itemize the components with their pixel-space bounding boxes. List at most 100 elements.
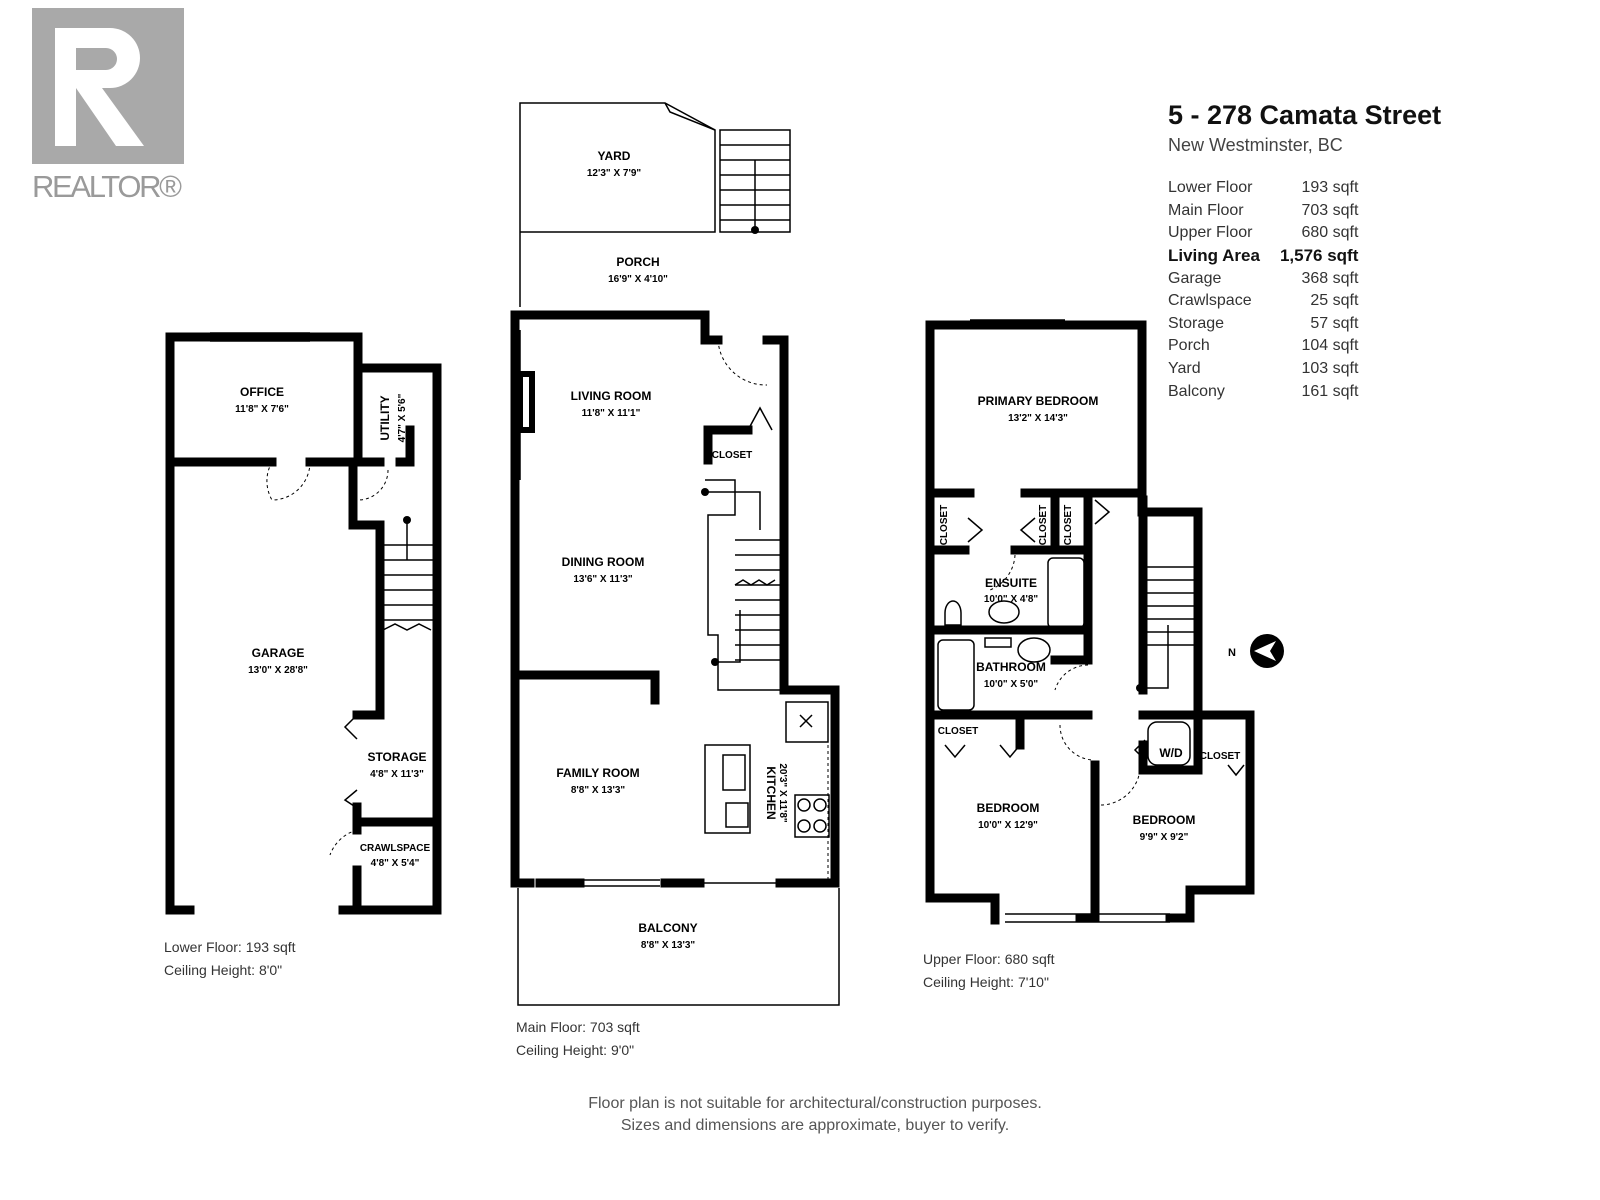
room-dim-balcony: 8'8" X 13'3" [641,940,696,951]
stairs [382,516,433,715]
room-dim-garage: 13'0" X 28'8" [248,665,308,676]
lower-floor-area: Lower Floor: 193 sqft [164,939,296,955]
room-dim-office: 11'8" X 7'6" [235,404,289,415]
room-dim-ensuite: 10'0" X 4'8" [984,594,1039,605]
area-label: Living Area [1168,246,1260,266]
disclaimer: Floor plan is not suitable for architect… [0,1093,1600,1137]
room-name-balcony: BALCONY [638,921,697,935]
main-floor-ceiling: Ceiling Height: 9'0" [516,1042,635,1058]
room-name-ensuite: ENSUITE [985,576,1037,590]
area-value: 104 sqft [1301,337,1359,355]
room-name-porch: PORCH [616,255,659,269]
room-name-closet-4: CLOSET [938,726,979,737]
room-dim-kitchen: 20'3" X 11'8" [777,763,788,823]
interior-stairs [701,479,780,691]
realtor-logo: REALTOR® [32,8,184,204]
room-name-closet-5: CLOSET [1200,751,1241,762]
upper-floor-caption: Upper Floor: 680 sqft Ceiling Height: 7'… [923,948,1055,994]
exterior-stairs [719,129,791,234]
room-dim-utility: 4'7" X 5'6" [397,393,408,442]
area-row: Living Area 1,576 sqft [1168,245,1358,268]
area-label: Porch [1168,337,1210,355]
area-row: Upper Floor 680 sqft [1168,222,1358,245]
area-value: 1,576 sqft [1279,246,1359,266]
lower-floor-plan: OFFICE 11'8" X 7'6" UTILITY 4'7" X 5'6" … [165,332,442,915]
lower-floor-ceiling: Ceiling Height: 8'0" [164,962,283,978]
area-label: Upper Floor [1168,224,1253,242]
area-row: Main Floor 703 sqft [1168,200,1358,223]
upper-floor-area: Upper Floor: 680 sqft [923,951,1055,967]
room-dim-bedroom-1: 10'0" X 12'9" [978,820,1038,831]
upper-floor-plan: PRIMARY BEDROOM 13'2" X 14'3" CLOSET CLO… [925,319,1250,922]
area-row: Garage 368 sqft [1168,267,1358,290]
main-floor-area: Main Floor: 703 sqft [516,1019,640,1035]
room-dim-porch: 16'9" X 4'10" [608,274,668,285]
area-value: 103 sqft [1301,360,1359,378]
room-name-kitchen: KITCHEN [764,766,778,819]
room-name-garage: GARAGE [252,646,305,660]
room-dim-bathroom: 10'0" X 5'0" [984,679,1039,690]
room-name-closet-2: CLOSET [1038,505,1049,546]
upper-floor-ceiling: Ceiling Height: 7'10" [923,974,1049,990]
disclaimer-line-1: Floor plan is not suitable for architect… [588,1095,1042,1112]
kitchen-fixtures [704,701,830,880]
area-value: 161 sqft [1301,382,1359,400]
room-dim-yard: 12'3" X 7'9" [587,168,642,179]
area-value: 703 sqft [1301,201,1359,219]
area-row: Lower Floor 193 sqft [1168,177,1358,200]
north-compass: N [1228,634,1284,668]
room-dim-family: 8'8" X 13'3" [571,785,626,796]
room-name-storage: STORAGE [367,750,426,764]
room-name-utility: UTILITY [378,395,392,440]
room-dim-living: 11'8" X 11'1" [582,408,641,419]
room-name-office: OFFICE [240,385,284,399]
area-label: Balcony [1168,382,1225,400]
area-value: 368 sqft [1301,269,1359,287]
area-label: Storage [1168,314,1225,332]
area-row: Crawlspace 25 sqft [1168,290,1358,313]
room-name-closet-1: CLOSET [939,505,950,546]
room-name-crawlspace: CRAWLSPACE [360,843,431,854]
room-name-primary-bedroom: PRIMARY BEDROOM [978,394,1099,408]
area-label: Lower Floor [1168,179,1253,197]
upper-stairs [1136,517,1195,692]
room-name-yard: YARD [598,149,631,163]
area-value: 680 sqft [1301,224,1359,242]
area-row: Porch 104 sqft [1168,335,1358,358]
compass-label: N [1228,647,1236,659]
room-name-bedroom-2: BEDROOM [1133,813,1196,827]
area-label: Yard [1168,360,1201,378]
room-name-bedroom-1: BEDROOM [977,801,1040,815]
listing-title: 5 - 278 Camata Street [1168,100,1442,130]
room-name-bathroom: BATHROOM [976,660,1046,674]
main-floor-plan: YARD 12'3" X 7'9" PORCH 16'9" X 4'10" LI… [510,102,840,1006]
room-dim-storage: 4'8" X 11'3" [370,769,424,780]
room-name-family: FAMILY ROOM [556,766,639,780]
bath-fixtures [937,557,1191,766]
room-dim-crawlspace: 4'8" X 5'4" [371,858,420,869]
area-row: Storage 57 sqft [1168,313,1358,336]
disclaimer-line-2: Sizes and dimensions are approximate, bu… [620,1117,1010,1134]
area-label: Main Floor [1168,201,1244,219]
area-row: Yard 103 sqft [1168,358,1358,381]
room-dim-bedroom-2: 9'9" X 9'2" [1140,832,1189,843]
lower-floor-caption: Lower Floor: 193 sqft Ceiling Height: 8'… [164,936,296,982]
realtor-logo-text: REALTOR® [32,169,182,204]
room-dim-dining: 13'6" X 11'3" [573,574,633,585]
room-name-dining: DINING ROOM [562,555,645,569]
room-name-living: LIVING ROOM [571,389,652,403]
room-name-wd: W/D [1159,746,1183,760]
listing-location: New Westminster, BC [1168,135,1343,155]
area-label: Crawlspace [1168,292,1252,310]
main-floor-caption: Main Floor: 703 sqft Ceiling Height: 9'0… [516,1016,640,1062]
room-name-closet-main: CLOSET [712,450,753,461]
area-value: 193 sqft [1301,179,1359,197]
area-label: Garage [1168,269,1222,287]
area-value: 57 sqft [1310,314,1359,332]
area-row: Balcony 161 sqft [1168,380,1358,403]
room-dim-primary-bedroom: 13'2" X 14'3" [1008,413,1068,424]
room-name-closet-3: CLOSET [1063,505,1074,546]
area-value: 25 sqft [1310,292,1359,310]
